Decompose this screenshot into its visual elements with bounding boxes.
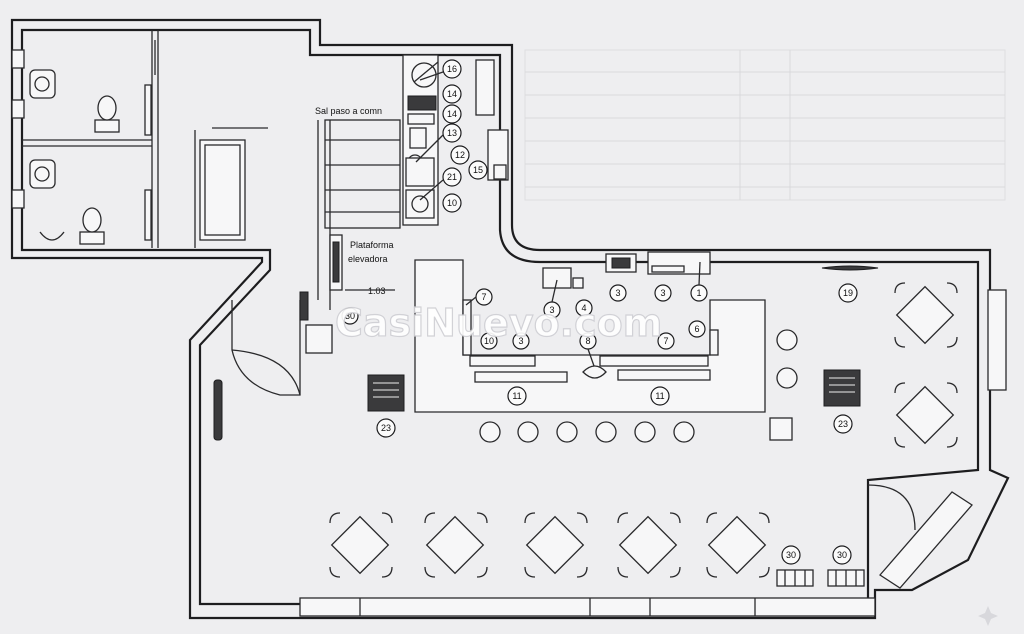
svg-text:1: 1 [696, 288, 701, 298]
svg-text:7: 7 [481, 292, 486, 302]
tag-label: 23 [376, 418, 396, 438]
svg-text:13: 13 [447, 128, 457, 138]
svg-text:3: 3 [518, 336, 523, 346]
kitchen [402, 54, 509, 226]
tag-label: 14 [442, 84, 462, 104]
tag-label: 3 [654, 284, 672, 302]
back-counter-right [617, 369, 711, 381]
table-icon-7 [894, 382, 958, 448]
table-icon-5 [706, 512, 770, 578]
heaters [367, 265, 879, 441]
svg-text:30: 30 [837, 550, 847, 560]
toilet-icon-1 [97, 95, 117, 121]
heater-icon-2 [823, 369, 861, 407]
tag-group: 16 14 14 13 12 21 10 15 3 3 1 3 4 7 10 3… [341, 59, 858, 565]
tag-label: 16 [442, 59, 462, 79]
sparkle-icon [978, 606, 998, 626]
svg-text:7: 7 [663, 336, 668, 346]
table-icon-6 [894, 282, 958, 348]
tag-label: 6 [688, 320, 706, 338]
bathrooms [11, 30, 159, 248]
tag-label: 30 [341, 307, 359, 325]
svg-text:14: 14 [447, 89, 457, 99]
tag-label: 15 [468, 160, 488, 180]
tag-label: 10 [442, 193, 462, 213]
svg-text:10: 10 [484, 336, 494, 346]
platform-label-2: elevadora [348, 254, 388, 264]
tag-label: 19 [838, 283, 858, 303]
windows [299, 289, 1007, 617]
legend-table [524, 49, 1006, 201]
back-counter-left [474, 371, 568, 383]
stair-label: Sal paso a comn [315, 106, 382, 116]
svg-text:23: 23 [838, 419, 848, 429]
svg-text:3: 3 [660, 288, 665, 298]
hallway [194, 127, 268, 248]
tag-label: 14 [442, 104, 462, 124]
tag-label: 3 [512, 332, 530, 350]
svg-text:21: 21 [447, 172, 457, 182]
tag-label: 30 [832, 545, 852, 565]
tag-label: 10 [480, 332, 498, 350]
heater-icon-1 [367, 374, 405, 412]
tag-label: 3 [609, 284, 627, 302]
toilet-icon-2 [82, 207, 102, 233]
svg-text:23: 23 [381, 423, 391, 433]
entrance-door [213, 291, 333, 441]
svg-text:19: 19 [843, 288, 853, 298]
svg-text:4: 4 [581, 303, 586, 313]
svg-text:15: 15 [473, 165, 483, 175]
bar-counter [414, 251, 766, 413]
tag-label: 7 [657, 332, 675, 350]
tag-label: 13 [442, 123, 462, 143]
svg-text:3: 3 [615, 288, 620, 298]
svg-text:11: 11 [512, 391, 521, 401]
platform-label-1: Plataforma [350, 240, 394, 250]
leader-lines [415, 71, 701, 367]
svg-text:8: 8 [585, 336, 590, 346]
table-icon-2 [424, 512, 488, 578]
svg-text:30: 30 [786, 550, 796, 560]
svg-text:3: 3 [549, 305, 554, 315]
tag-label: 23 [833, 414, 853, 434]
bar-stools [479, 329, 798, 443]
table-icon-3 [524, 512, 588, 578]
stairs: Sal paso a comn [315, 106, 401, 310]
tag-label: 11 [650, 386, 670, 406]
svg-text:6: 6 [694, 324, 699, 334]
table-icon-4 [617, 512, 681, 578]
svg-text:12: 12 [455, 150, 465, 160]
platform-lift: Plataforma elevadora 1.03 [329, 234, 395, 296]
tag-label: 30 [781, 545, 801, 565]
dining-tables [329, 282, 958, 578]
exterior-walls [10, 18, 1010, 620]
svg-text:16: 16 [447, 64, 457, 74]
svg-text:10: 10 [447, 198, 457, 208]
svg-text:14: 14 [447, 109, 457, 119]
tag-label: 12 [450, 145, 470, 165]
tag-label: 21 [442, 167, 462, 187]
svg-text:30: 30 [345, 311, 355, 321]
tag-label: 4 [575, 299, 593, 317]
dimension-label: 1.03 [368, 286, 386, 296]
tag-label: 1 [690, 284, 708, 302]
display-units [776, 569, 865, 587]
svg-text:11: 11 [655, 391, 664, 401]
tag-label: 11 [507, 386, 527, 406]
watermark-text: CasiNuevo.com [335, 301, 662, 345]
table-icon-1 [329, 512, 393, 578]
